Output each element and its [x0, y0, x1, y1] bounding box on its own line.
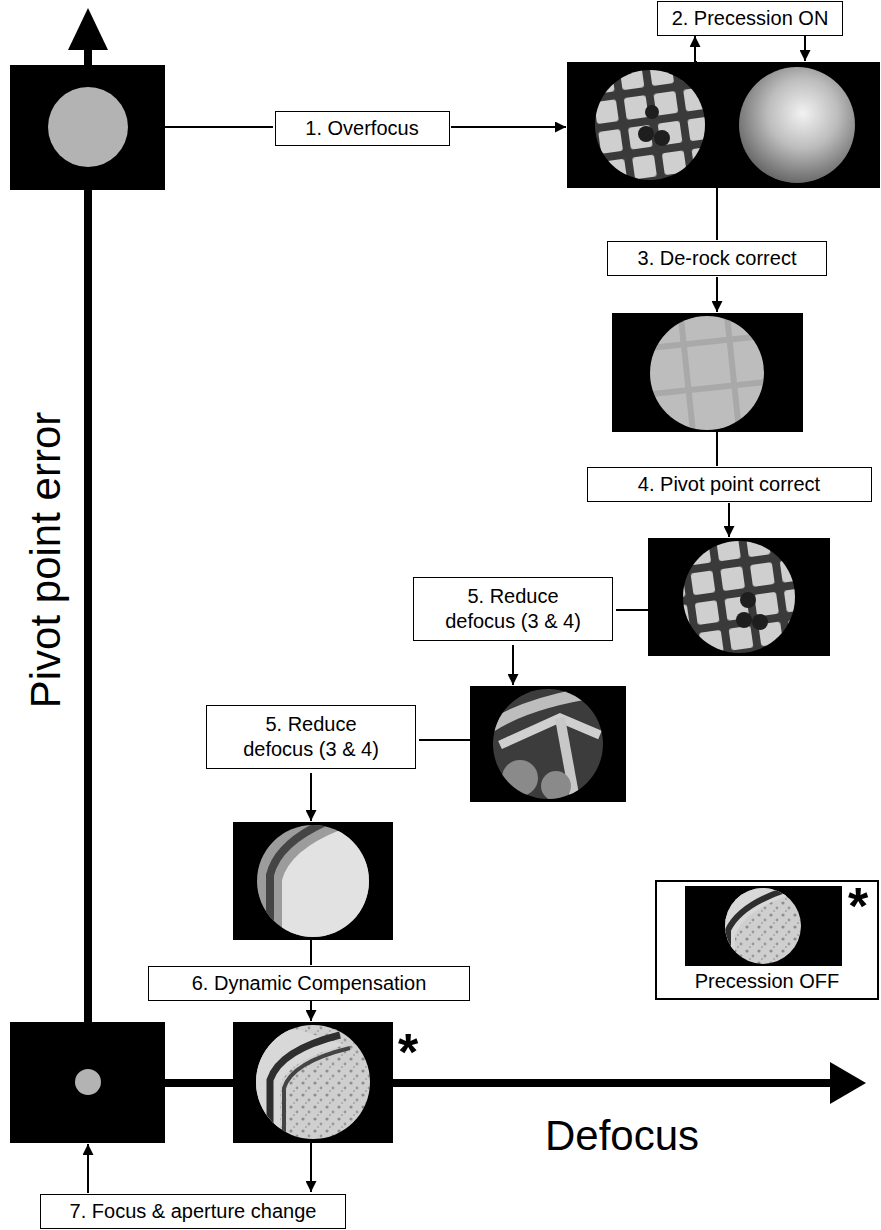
step-text: 3. De-rock correct: [622, 247, 812, 270]
defocus-axis-line: [88, 1079, 834, 1087]
beam-spot: [75, 1069, 101, 1095]
grid-square: [720, 885, 790, 970]
step-box: 1. Overfocus: [275, 111, 450, 146]
step-text: 5. Reduce defocus (3 & 4): [232, 712, 390, 762]
step-text: 7. Focus & aperture change: [55, 1200, 331, 1223]
step-box: 5. Reduce defocus (3 & 4): [206, 705, 416, 769]
flow-line: [165, 126, 273, 128]
particle: [638, 126, 654, 142]
beam-disc: [48, 87, 128, 167]
flow-arrow: [310, 1001, 312, 1021]
flow-arrow: [512, 645, 514, 685]
grid-edge: [284, 1048, 350, 1145]
disc-features: [720, 885, 790, 970]
thumb-frame: [648, 538, 830, 656]
pivot-axis-head: [68, 8, 108, 50]
particle: [740, 592, 756, 608]
grid-bar: [270, 820, 330, 945]
thumb-defocus-1: [470, 686, 626, 802]
flow-arrows: [88, 36, 805, 1193]
flow-line: [419, 739, 470, 741]
particle: [752, 614, 768, 630]
defocus-axis-head: [830, 1062, 866, 1104]
step-box: 6. Dynamic Compensation: [148, 966, 470, 1001]
grid-square: [282, 830, 380, 945]
pivot-axis-line: [84, 46, 92, 1083]
flow-line: [616, 609, 648, 611]
flow-arrow: [310, 773, 312, 821]
grid-disc: [683, 541, 795, 653]
grid-bar: [728, 890, 785, 970]
thumb-frame: [10, 1022, 165, 1143]
flow-line: [310, 940, 312, 965]
thumb-frame: [612, 313, 803, 432]
grid-disc: [595, 70, 705, 180]
disc-features: [488, 690, 610, 801]
blurred-disc: [739, 67, 855, 183]
particle: [654, 130, 670, 146]
step-text: 4. Pivot point correct: [602, 473, 857, 496]
step-box: 3. De-rock correct: [607, 241, 827, 276]
flow-arrow: [716, 277, 718, 312]
step-text: 1. Overfocus: [290, 117, 435, 140]
step-box: 5. Reduce defocus (3 & 4): [413, 577, 613, 641]
axis-title: Pivot point error: [25, 412, 67, 708]
step-text: Precession OFF: [695, 970, 839, 993]
flow-arrow: [310, 1143, 312, 1192]
thumb-defocus-2: [233, 820, 393, 945]
thumb-pivot: [648, 538, 830, 656]
thumb-frame: [567, 62, 880, 188]
flow-arrow: [694, 36, 696, 62]
particle: [541, 771, 571, 801]
flow-arrow: [804, 36, 806, 61]
step-text: 5. Reduce defocus (3 & 4): [439, 584, 587, 634]
grid-square: [250, 1030, 345, 1145]
step-box: 4. Pivot point correct: [587, 467, 872, 502]
step-text: 2. Precession ON: [672, 7, 829, 30]
step-box: 2. Precession ON: [657, 1, 844, 36]
grid-disc: [650, 316, 764, 430]
flow-line: [716, 188, 718, 240]
thumb-origin: [10, 1022, 165, 1143]
particle: [502, 760, 538, 796]
flow-line: [716, 432, 718, 466]
particle: [645, 105, 659, 119]
thumb-derock: [612, 313, 803, 432]
thumb-precession: [567, 62, 880, 188]
disc-features: [250, 1030, 350, 1145]
asterisk-mark: *: [398, 1026, 418, 1078]
thumb-start: [10, 65, 165, 190]
inset-panel: Precession OFF: [655, 880, 879, 1000]
grid-bar: [500, 718, 600, 745]
thumb-precession-off: [685, 885, 842, 970]
thumb-frame: [10, 65, 165, 190]
particle: [736, 612, 752, 628]
asterisk-mark: *: [848, 880, 868, 932]
step-text: 6. Dynamic Compensation: [163, 972, 455, 995]
flow-arrow: [87, 1144, 89, 1193]
step-box: 7. Focus & aperture change: [40, 1194, 346, 1229]
thumb-frame: [470, 686, 626, 802]
axis-title: Defocus: [545, 1115, 699, 1157]
flow-arrow: [728, 503, 730, 537]
disc-features: [270, 820, 380, 945]
grid-bar: [270, 1035, 340, 1145]
thumb-compensated: [233, 1022, 393, 1145]
flow-arrow: [451, 126, 566, 128]
